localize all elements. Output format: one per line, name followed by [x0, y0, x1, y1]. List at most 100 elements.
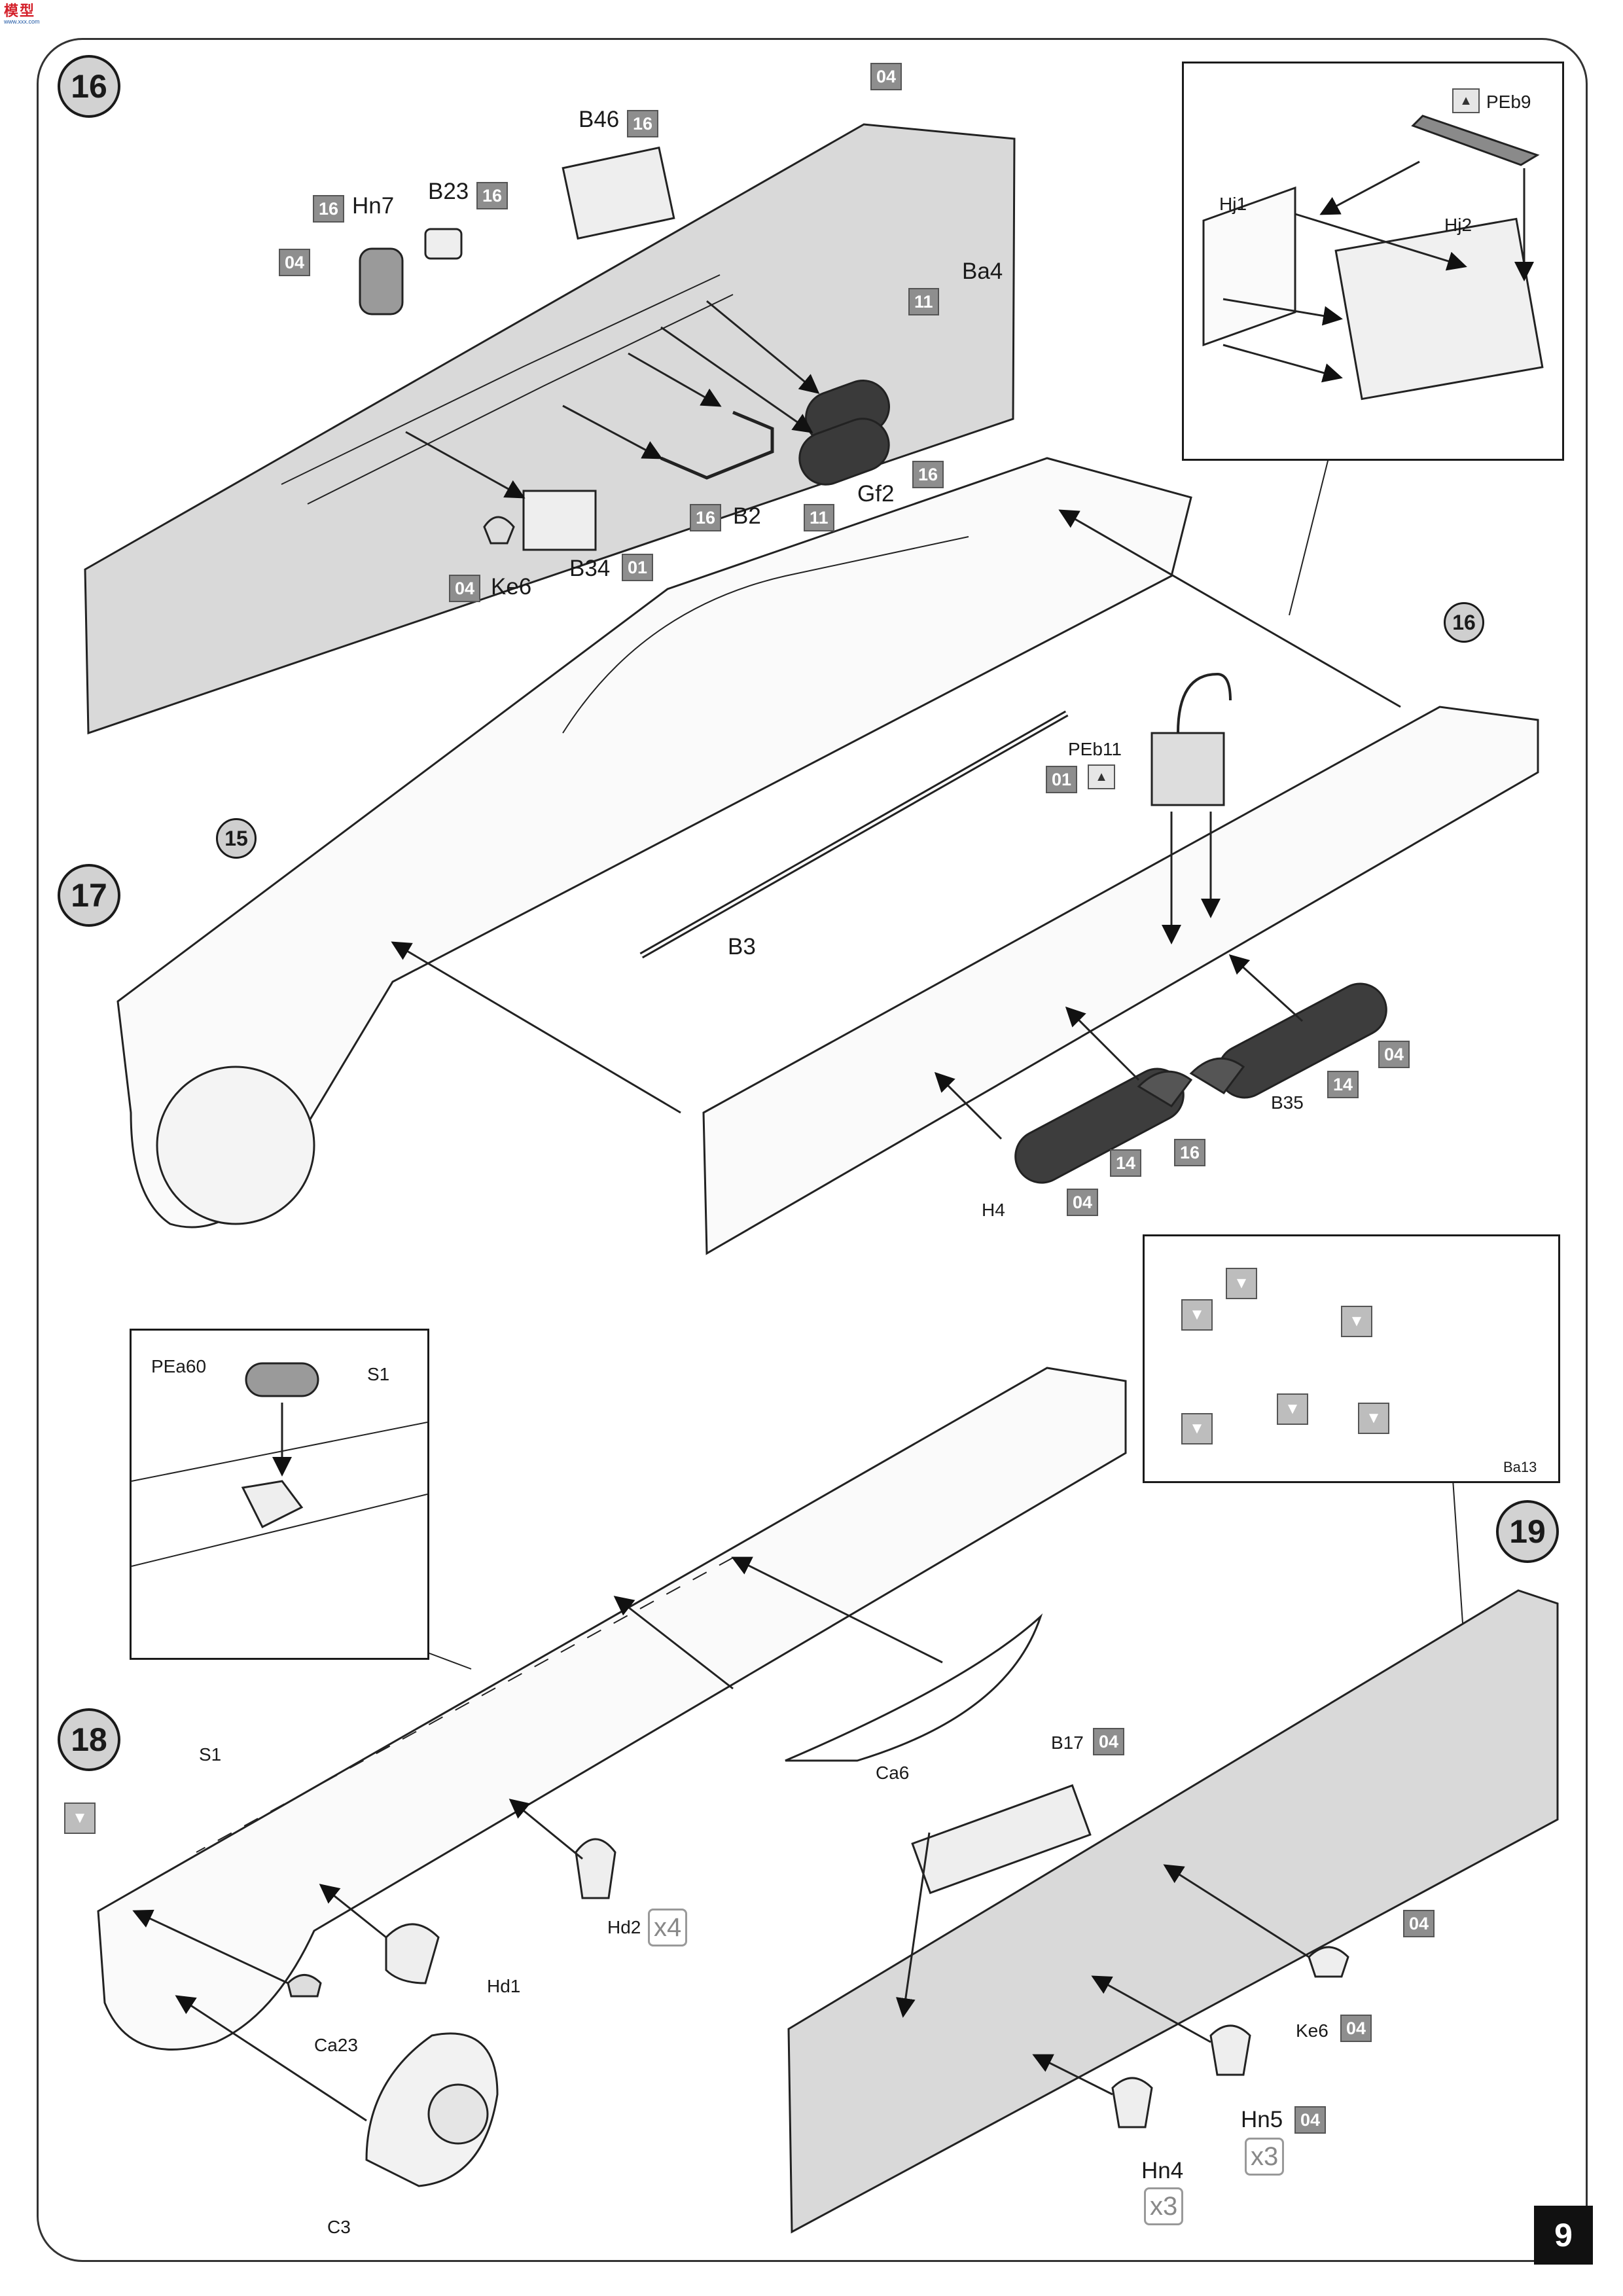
part-label-hn7: Hn7	[352, 193, 395, 219]
part-label-ba4: Ba4	[962, 259, 1003, 284]
sprue-tag: 04	[1403, 1910, 1435, 1937]
part-label-ba13: Ba13	[1503, 1459, 1537, 1475]
drill-hole-icon: ▼	[1181, 1299, 1213, 1331]
sprue-tag: 16	[313, 195, 345, 223]
part-label-ke6-step19: Ke6	[1296, 2020, 1329, 2041]
sprue-tag: 11	[908, 288, 939, 315]
part-label-s1: S1	[199, 1744, 222, 1765]
hull-body-step18	[97, 1367, 1127, 2051]
part-b35-drum	[1217, 982, 1387, 1099]
part-label-b34: B34	[569, 556, 611, 581]
part-label-b23: B23	[428, 179, 469, 204]
part-label-b46: B46	[579, 107, 620, 132]
part-gf2-cylinder-b	[798, 418, 890, 486]
part-label-hj2: Hj2	[1444, 215, 1472, 235]
drill-hole-icon: ▼	[1358, 1403, 1389, 1434]
sprue-tag: 04	[1340, 2015, 1372, 2042]
part-label-c3: C3	[327, 2217, 351, 2237]
page-frame	[37, 38, 1588, 2262]
part-ca23	[287, 1974, 322, 1998]
part-b2	[660, 410, 774, 480]
detail-inset-pea60: PEa60 S1	[130, 1329, 429, 1660]
part-pea60	[245, 1362, 319, 1397]
part-label-b3: B3	[728, 934, 756, 960]
step-16-number: 16	[58, 55, 120, 118]
logo-text: 模型	[4, 3, 36, 19]
sprue-tag: 14	[1110, 1149, 1142, 1177]
part-label-b2: B2	[733, 503, 761, 529]
sprue-tag: 04	[449, 575, 481, 602]
quantity-badge: x4	[648, 1909, 688, 1946]
drill-hole-icon: ▼	[1277, 1393, 1308, 1425]
sprue-tag: 16	[912, 461, 944, 488]
step-19-number: 19	[1496, 1500, 1559, 1563]
part-label-gf2: Gf2	[857, 481, 895, 507]
sprue-tag: 04	[1093, 1728, 1125, 1755]
sprue-tag: 16	[1174, 1139, 1206, 1166]
photo-etch-icon: ▲	[1452, 88, 1480, 113]
publisher-logo: 模型 www.xxx.com	[4, 4, 45, 27]
ref-step-15: 15	[216, 818, 257, 859]
sprue-tag: 14	[1327, 1071, 1359, 1098]
part-hn4	[1111, 2077, 1153, 2128]
sprue-tag: 04	[1067, 1189, 1099, 1216]
pea60-detail-art	[131, 1362, 428, 1567]
sprue-tag: 04	[279, 249, 311, 276]
quantity-badge: x3	[1245, 2138, 1285, 2176]
step-18-number: 18	[58, 1708, 120, 1771]
sprue-tag: 01	[1046, 766, 1078, 793]
battery-detail-art	[1202, 115, 1544, 401]
hull-side-panel-step17	[702, 706, 1539, 1255]
part-label-b17: B17	[1051, 1732, 1084, 1753]
part-label-peb11: PEb11	[1068, 739, 1122, 759]
part-label-pea60: PEa60	[151, 1356, 207, 1376]
part-label-hd1: Hd1	[487, 1976, 521, 1996]
part-label-hn5: Hn5	[1241, 2107, 1283, 2132]
part-ke6-step19	[1308, 1946, 1349, 1978]
sprue-tag: 04	[1378, 1041, 1410, 1068]
ref-step-16: 16	[1444, 602, 1484, 643]
part-label-b35: B35	[1271, 1092, 1304, 1113]
logo-site: www.xxx.com	[4, 18, 40, 25]
drill-hole-icon: ▼	[1226, 1268, 1257, 1299]
part-peb9	[1411, 115, 1540, 166]
part-hd1	[385, 1923, 440, 1984]
part-label-ke6: Ke6	[491, 574, 532, 600]
page-number: 9	[1534, 2206, 1593, 2265]
drill-hole-icon: ▼	[1341, 1306, 1372, 1337]
sprue-tag: 16	[627, 110, 659, 137]
sprue-tag: 04	[870, 63, 902, 90]
part-label-peb9: PEb9	[1486, 92, 1531, 112]
part-hj1	[1202, 186, 1296, 347]
part-label-hd2: Hd2	[607, 1917, 641, 1937]
drill-hole-icon: ▼	[1181, 1413, 1213, 1444]
detail-inset-battery: ▲ PEb9 Hj1 Hj2	[1182, 62, 1564, 461]
part-hd2	[575, 1838, 616, 1899]
part-ke6	[483, 516, 515, 545]
part-b23	[424, 228, 463, 260]
part-label-hn4: Hn4	[1141, 2158, 1184, 2183]
sprue-tag: 11	[804, 504, 834, 531]
step-17-number: 17	[58, 864, 120, 927]
part-b17	[911, 1784, 1092, 1894]
part-hn7	[359, 247, 404, 315]
drill-hole-icon: ▼	[64, 1803, 96, 1834]
part-label-s1-inset: S1	[367, 1364, 390, 1384]
part-label-ca23: Ca23	[314, 2035, 358, 2055]
part-b46	[562, 146, 675, 240]
part-battery-step17	[1150, 732, 1225, 806]
hull-side-panel-step19	[787, 1589, 1559, 2234]
part-hj2-battery	[1334, 217, 1544, 401]
part-label-h4: H4	[982, 1200, 1005, 1220]
part-label-ca6: Ca6	[876, 1763, 910, 1783]
hull-side-panel-ba4	[84, 123, 1016, 735]
part-b34	[522, 490, 597, 551]
part-ca6	[785, 1613, 1043, 1762]
photo-etch-icon: ▲	[1088, 764, 1115, 789]
quantity-badge: x3	[1144, 2187, 1184, 2225]
part-hn5	[1209, 2024, 1251, 2076]
part-label-hj1: Hj1	[1219, 194, 1247, 214]
detail-inset-drill-holes: ▼ ▼ ▼ ▼ ▼ ▼ Ba13	[1143, 1234, 1560, 1483]
sprue-tag: 04	[1294, 2106, 1327, 2134]
